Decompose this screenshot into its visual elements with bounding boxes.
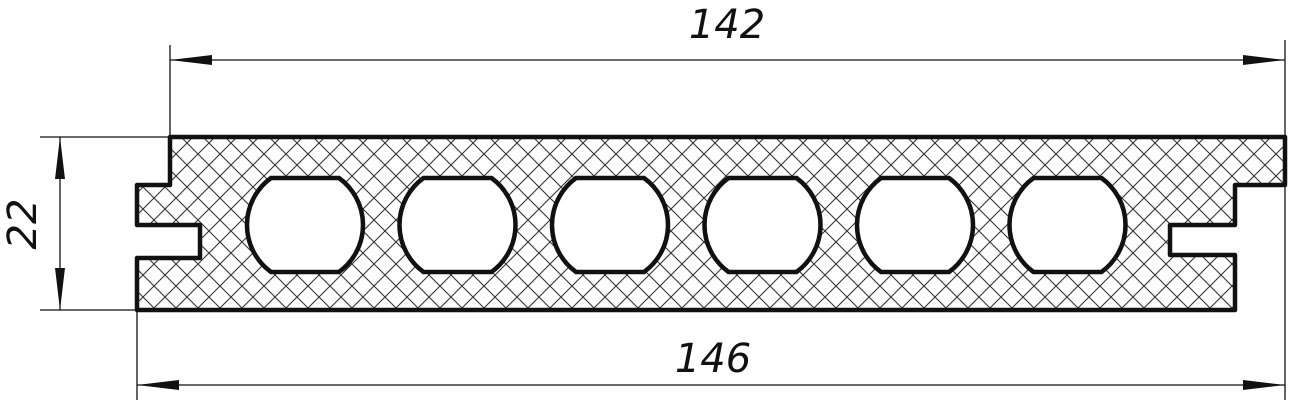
dimension-label-bottom: 146 bbox=[675, 336, 751, 382]
arrowhead-height-top bbox=[55, 137, 65, 179]
arrowhead-top-right bbox=[1243, 55, 1285, 65]
dimension-label-height: 22 bbox=[0, 199, 46, 250]
hollow-core-3 bbox=[549, 175, 671, 275]
arrowhead-bottom-right bbox=[1243, 380, 1285, 390]
arrowhead-bottom-left bbox=[137, 380, 179, 390]
hollow-core-6 bbox=[1007, 175, 1128, 275]
dimension-label-top: 142 bbox=[689, 2, 765, 48]
hollow-core-5 bbox=[854, 175, 976, 275]
arrowhead-top-left bbox=[170, 55, 212, 65]
hollow-core-1 bbox=[244, 175, 366, 275]
hollow-core-4 bbox=[702, 175, 823, 275]
dimension-top: 142 bbox=[170, 2, 1285, 65]
holes bbox=[244, 175, 1128, 275]
arrowhead-height-bottom bbox=[55, 268, 65, 310]
dimension-height: 22 bbox=[0, 137, 65, 310]
dimension-bottom: 146 bbox=[137, 336, 1285, 390]
hollow-core-2 bbox=[397, 175, 518, 275]
